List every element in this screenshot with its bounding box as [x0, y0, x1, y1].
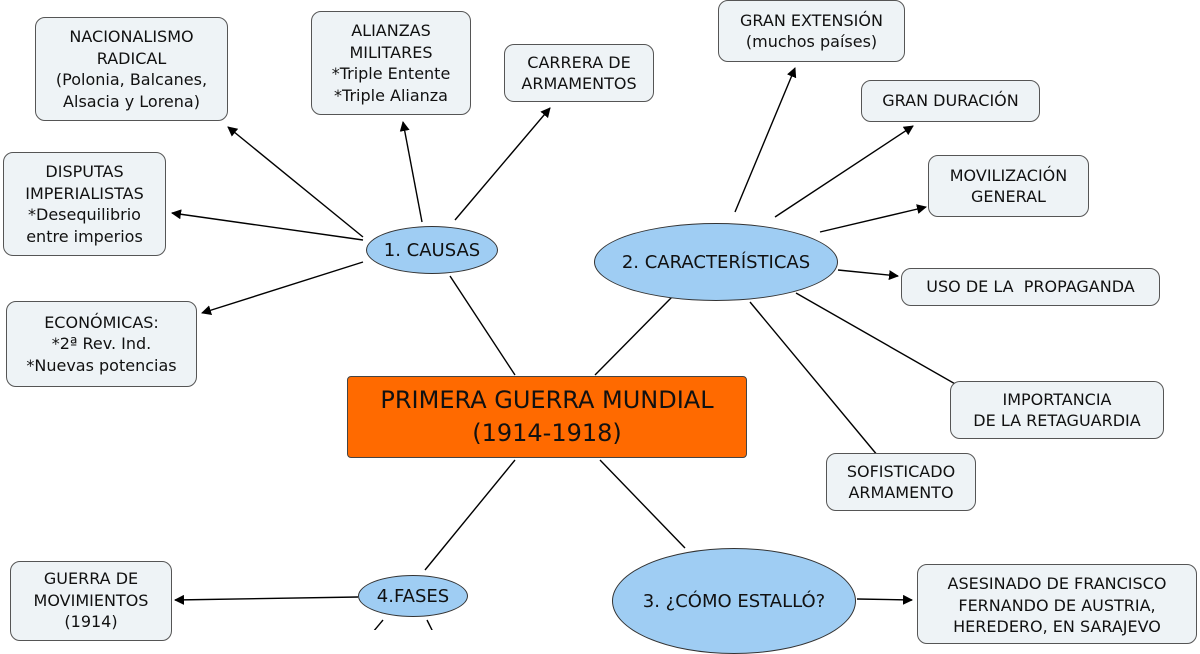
node-sofisticado-armamento: SOFISTICADO ARMAMENTO	[826, 453, 976, 511]
hub-causas: 1. CAUSAS	[366, 226, 498, 274]
link-center-fases	[424, 459, 516, 571]
link-center-caracteristicas	[594, 296, 673, 376]
central-topic-dates: (1914-1918)	[472, 419, 622, 447]
node-retaguardia: IMPORTANCIA DE LA RETAGUARDIA	[950, 381, 1164, 439]
node-alianzas: ALIANZAS MILITARES *Triple Entente *Trip…	[311, 11, 471, 115]
arrow-to-carrera	[454, 107, 551, 221]
node-movilizacion: MOVILIZACIÓN GENERAL	[928, 155, 1089, 217]
node-nacionalismo: NACIONALISMO RADICAL (Polonia, Balcanes,…	[35, 17, 228, 121]
arrow-to-nacionalismo	[227, 126, 364, 238]
node-propaganda: USO DE LA PROPAGANDA	[901, 268, 1160, 306]
arrow-to-alianzas	[399, 121, 423, 223]
hub-como-estallo: 3. ¿CÓMO ESTALLÓ?	[612, 548, 856, 654]
central-topic-title: PRIMERA GUERRA MUNDIAL	[380, 386, 714, 414]
arrow-to-propaganda	[837, 269, 899, 281]
hub-caracteristicas: 2. CARACTERÍSTICAS	[594, 223, 838, 301]
arrow-to-movilizacion	[819, 204, 927, 233]
arrow-to-economicas	[201, 261, 364, 316]
link-to-armamento	[749, 301, 879, 457]
arrow-to-disputas	[171, 209, 364, 241]
node-gran-extension: GRAN EXTENSIÓN (muchos países)	[718, 0, 905, 62]
link-fases-down-left	[373, 619, 384, 630]
link-fases-down-right	[426, 619, 433, 630]
node-gran-duracion: GRAN DURACIÓN	[861, 80, 1040, 122]
central-topic: PRIMERA GUERRA MUNDIAL (1914-1918)	[347, 376, 747, 458]
arrow-to-asesinato	[856, 594, 913, 605]
node-guerra-movimientos: GUERRA DE MOVIMIENTOS (1914)	[10, 561, 172, 641]
connector-layer	[171, 67, 958, 630]
node-economicas: ECONÓMICAS: *2ª Rev. Ind. *Nuevas potenc…	[6, 301, 197, 387]
link-center-estallo	[599, 459, 686, 549]
link-center-causas	[449, 275, 516, 376]
node-asesinato: ASESINADO DE FRANCISCO FERNANDO DE AUSTR…	[917, 564, 1197, 644]
hub-fases: 4.FASES	[358, 575, 468, 617]
node-carrera-armamentos: CARRERA DE ARMAMENTOS	[504, 44, 654, 102]
arrow-to-duracion	[774, 125, 914, 218]
arrow-to-extension	[734, 67, 797, 213]
arrow-to-movimientos	[174, 594, 359, 605]
node-disputas: DISPUTAS IMPERIALISTAS *Desequilibrio en…	[3, 152, 166, 256]
link-to-retaguardia	[795, 292, 958, 386]
